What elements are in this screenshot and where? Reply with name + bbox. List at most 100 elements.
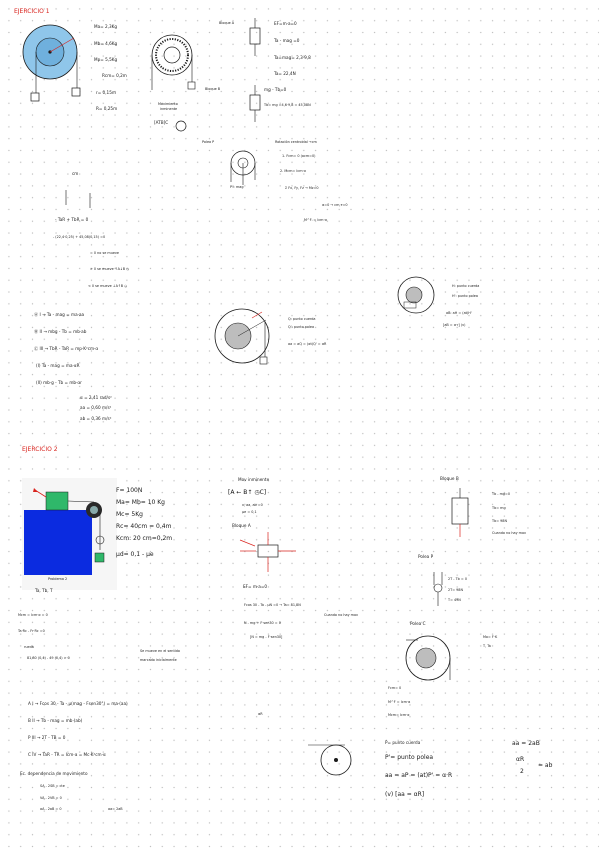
ex2-final-right-2: 2 <box>520 768 524 775</box>
ex2-polea-c-line-1: T, Ta <box>483 644 491 648</box>
ex2-given-1: Ma= Mb= 10 Kg <box>116 499 165 506</box>
ex2-polea-c-line-2: Fcm= 0 <box>388 686 402 690</box>
ex2-dep-2: VA - 2VB = 0 <box>40 796 62 800</box>
ex1-small-pulley <box>397 276 435 314</box>
ex1-polea-fbd <box>230 150 256 185</box>
ex1-bloque-b-title: Bloque B <box>205 87 221 91</box>
ex2-polea-c-line-0: Mo= F·K <box>483 635 498 639</box>
ex1-rotacion-line-0: 1. Fcm= 0 (acm=0) <box>282 154 316 158</box>
ex1-rotacion-title: Rotación centroidal →cm <box>275 140 317 144</box>
ex2-bloque-b-line-0: Tb - mg=0 <box>492 492 511 496</box>
ex1-torque-1: - (22,4·0,25) + 45,08(0,15) =0 <box>53 235 106 239</box>
ex2-system-2: P III → 2T - TB = 0 <box>28 735 66 740</box>
ex1-small-note-3: [aB = α·r] (v) <box>443 323 466 327</box>
ex2-bloque-b-line-2: Tb= 98N <box>492 519 507 523</box>
ex2-moment-note-0: Se mueve en el sentido <box>140 649 180 653</box>
ex1-rotacion-line-2: Σ Fx, Fy, Fz → Mz=0 <box>285 186 319 190</box>
ex1-title: EJERCICIO 1 <box>14 8 50 15</box>
ex1-given-5: R= 0,25m <box>96 106 118 111</box>
ex1-torque-4: < 0 se mueve ↓A↑B ◶ <box>88 284 128 288</box>
ex1-circle-note-0: Q: punto cuerda <box>288 317 316 321</box>
ex2-final-right-1: αR <box>516 756 525 763</box>
ex2-mov-line-1: μe = 0,1 <box>242 510 257 514</box>
ex2-kr: αR <box>258 712 263 716</box>
ex1-result-1: aa = 0,60 m/s² <box>80 405 112 410</box>
ex1-system-2: Ⓒ III → TbR - TaR = mp·K²cm·α <box>34 346 99 351</box>
ex1-bloque-b-line-0: mg - Tb=0 <box>264 87 287 92</box>
ex1-circle-note-1: Q': punto polea <box>288 325 315 329</box>
ex2-bloque-a-line-0: EF= m·a=0 <box>243 584 268 589</box>
ex1-bloque-b-line-1: Tb= mg =4,6·9,8 = 45,08N <box>264 103 311 107</box>
ex2-bloque-b-fbd <box>451 488 469 537</box>
ex1-result-2: ab = 0,36 m/s² <box>80 416 112 421</box>
ex2-dep-4: aa= 2aB <box>108 807 123 811</box>
ex2-final-1: P'= punto polea <box>385 754 434 761</box>
ex2-polea-c-line-3: M^F = Icm·α <box>388 700 411 704</box>
ex1-small-note-2: aB: aH = (at)H' <box>446 311 472 315</box>
ex2-bloque-b-title: Bloque B <box>440 476 459 481</box>
ex2-given-0: F= 100N <box>116 487 143 494</box>
ex1-torque-0: - TaR + TbR = 0 <box>55 217 89 222</box>
ex2-bloque-a-line-3: [N = mg - F·sen30] <box>250 635 283 639</box>
ex2-final-3: (v) [aa = αR] <box>385 791 425 798</box>
ex1-pulley-drawing <box>22 24 81 102</box>
ex1-given-4: r= 0,15m <box>96 90 116 95</box>
ex1-cm-label: cm <box>72 171 79 176</box>
ex2-polea-c-line-4: Mcm= Icm·α <box>388 713 410 717</box>
ex1-bloque-a-line-0: EF=m·a=0 <box>274 21 297 26</box>
ex1-given-3: Rcm= 0,2m <box>102 73 127 78</box>
ex2-bloque-b-note: Cuando no hay mov <box>492 531 527 535</box>
ex2-bloque-a-line-2: N - mg + F·sen30 = 0 <box>244 621 281 625</box>
ex2-dep-0: Ec. dependencia de movimiento <box>20 771 88 776</box>
ex1-system-1: Ⓑ II → mbg - Tb = mb·ab <box>34 329 87 334</box>
ex1-caption-1: inminente <box>160 107 178 111</box>
ex1-rotacion-line-4: M^Fᵢ = Icm·α <box>304 218 327 222</box>
ex2-bottom-pulley <box>308 744 352 776</box>
ex2-mov-line-0: x, aa, ab =0 <box>242 503 263 507</box>
ex1-bloque-a-fbd <box>249 18 261 122</box>
ex2-bloque-a-line-1: Fcos 30 - Ta - μN =0 → Ta= 81,8N <box>244 603 301 607</box>
ex2-system-1: B II → Tb - mag = mb·(ab) <box>28 718 83 723</box>
ex2-given-3: Rc= 40cm = 0,4m <box>116 523 172 530</box>
ex1-inminente-pulley <box>151 34 196 132</box>
ex2-photo-diagram <box>22 478 117 590</box>
ex1-torque-3: > 0 se mueve ↑A↓B ◷ <box>90 267 130 271</box>
ex2-final-0: P= punto cuerda <box>385 740 421 745</box>
ex1-system-0: Ⓐ I → Ta - mag = ma·aa <box>34 312 85 317</box>
ex2-title: EJERCICIO 2 <box>22 446 58 453</box>
ex2-moment-3: 81,80 (0,4) - 49 (0,4) > 0 <box>27 656 70 660</box>
ex1-bloque-a-title: Bloque A <box>219 21 235 25</box>
ex2-dep-3: aA - 2aB = 0 <box>40 807 62 811</box>
ex1-given-2: Mp= 5,5Kg <box>94 57 118 62</box>
ex1-small-note-0: H: punto cuerda <box>452 284 480 288</box>
ex2-system-3: C IV → TaR - TR = Icm·α = Mc·K²cm·α <box>28 752 106 757</box>
ex2-polea-p-line-2: T= 49N <box>448 598 461 602</box>
ex1-result-0: α = 2,41 rad/s² <box>80 395 112 400</box>
ex2-moment-0: Mcm = Icm·α = 0 <box>18 613 48 617</box>
ex1-rotacion-line-1: 2. Mcm= Icm·α <box>280 169 306 173</box>
ex1-fig-label: [ATB]C <box>154 120 169 125</box>
ex2-mov-line1: [A ← B↑ ◷C] <box>228 489 267 496</box>
ex1-caption-0: Movimiento <box>158 102 178 106</box>
ex2-given-5: μd= 0,1 - μe <box>116 551 154 558</box>
ex2-unknowns: Ta, Tb, T <box>35 588 53 593</box>
ex2-dep-1: SA - 2SB = cte <box>40 784 65 788</box>
ex2-moment-note-1: marcado inicialmente <box>140 658 177 662</box>
ex2-given-4: Kcm: 20 cm=0,2m <box>116 535 173 542</box>
ex2-mov-title: Mov inminente <box>238 477 270 482</box>
ex1-small-note-1: H': punto polea <box>452 294 478 298</box>
ex2-polea-p-title: Polea P <box>418 554 434 559</box>
ex1-torque-2: = 0 no se mueve <box>90 251 120 255</box>
ex1-bloque-a-line-3: Ta= 22,4N <box>274 71 296 76</box>
ex1-given-0: Ma= 2,3Kg <box>94 24 118 29</box>
ex1-cm-arrows <box>65 190 91 208</box>
ex2-polea-c-fbd <box>405 635 451 681</box>
ex2-bloque-a-note: Cuando no hay mov <box>324 613 359 617</box>
ex1-system-4: (II) mb·g - Tb = mb·αr <box>36 380 82 385</box>
ex2-moment-1: Ta·Rc - Fr·Rc =0 <box>18 629 45 633</box>
ex1-system-3: (I) Ta - mag = ma·αR <box>36 363 80 368</box>
ex1-given-1: Mb= 4,6Kg <box>94 41 118 46</box>
ex2-bloque-b-line-1: Tb= mg <box>492 506 506 510</box>
ex2-polea-p-fbd <box>433 572 443 606</box>
